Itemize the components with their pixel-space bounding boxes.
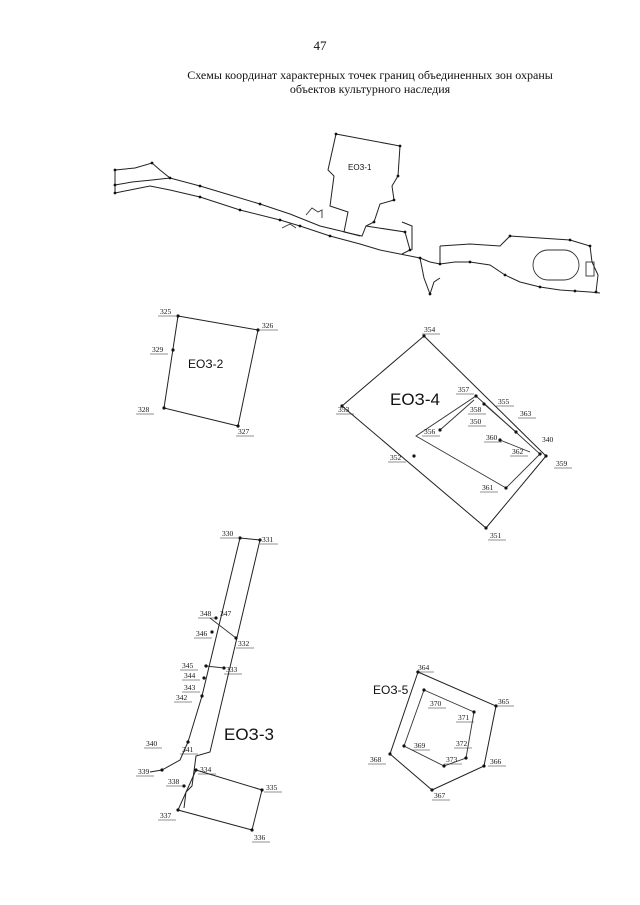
eo3-4-inner-line-1 xyxy=(483,403,517,433)
strip-structure-1 xyxy=(305,207,323,218)
stadium-object xyxy=(532,249,580,281)
point-353-label: 353 xyxy=(338,405,350,414)
point-372-label: 372 xyxy=(456,739,468,748)
point-370-label: 370 xyxy=(430,699,442,708)
eo3-3-inner-1 xyxy=(209,617,237,639)
point-355-label: 355 xyxy=(498,397,510,406)
point-326-label: 326 xyxy=(262,321,274,330)
point-329-label: 329 xyxy=(152,345,164,354)
point-356-label: 356 xyxy=(424,427,436,436)
point-365-label: 365 xyxy=(498,697,510,706)
title-line-2: объектов культурного наследия xyxy=(289,82,451,96)
point-347-label: 347 xyxy=(220,609,232,618)
point-325-label: 325 xyxy=(160,307,172,316)
point-339-label: 339 xyxy=(138,767,150,776)
point-335-label: 335 xyxy=(266,783,278,792)
point-357-label: 357 xyxy=(458,385,470,394)
eo3-1-middle-block xyxy=(365,225,411,255)
eo3-4-inner-line-2 xyxy=(439,399,475,431)
small-building xyxy=(585,261,595,277)
point-361-label: 361 xyxy=(482,483,494,492)
eo3-4-label: ЕОЗ-4 xyxy=(390,390,440,409)
point-338-label: 338 xyxy=(168,777,180,786)
point-354-label: 354 xyxy=(424,325,436,334)
point-369-label: 369 xyxy=(414,741,426,750)
zone-eo3-4: 354 353 352 351 359 340 357 355 358 363 … xyxy=(336,325,572,541)
point-345-label: 345 xyxy=(182,661,194,670)
point-340-label-eo3-3: 340 xyxy=(146,739,158,748)
page-number: 47 xyxy=(313,38,327,53)
point-332-label: 332 xyxy=(238,639,250,648)
eo3-3-label: ЕОЗ-3 xyxy=(224,725,274,744)
point-346-label: 346 xyxy=(196,629,208,638)
point-337-label: 337 xyxy=(160,811,172,820)
eo3-1-main-block xyxy=(327,133,401,237)
point-327-label: 327 xyxy=(238,427,250,436)
point-373-label: 373 xyxy=(446,755,458,764)
point-340-label: 340 xyxy=(542,435,554,444)
point-350-label: 350 xyxy=(470,417,482,426)
point-352-label: 352 xyxy=(390,453,402,462)
eo3-1-east-block-north xyxy=(439,235,599,293)
title-line-1: Схемы координат характерных точек границ… xyxy=(187,68,553,82)
point-359-label: 359 xyxy=(556,459,568,468)
point-334-label: 334 xyxy=(200,765,212,774)
eo3-5-label: ЕОЗ-5 xyxy=(373,683,409,697)
point-364-label: 364 xyxy=(418,663,430,672)
eo3-3-inner-2 xyxy=(205,665,225,669)
eo3-3-south-block xyxy=(177,769,263,831)
zone-eo3-3: 330 331 348 347 346 332 345 333 344 343 … xyxy=(136,529,282,843)
eo3-1-notch xyxy=(401,221,413,250)
eo3-1-strip-north-edge xyxy=(114,177,361,237)
point-368-label: 368 xyxy=(370,755,382,764)
eo3-2-label: ЕОЗ-2 xyxy=(188,357,224,371)
point-330-label: 330 xyxy=(222,529,234,538)
point-344-label: 344 xyxy=(184,671,196,680)
eo3-3-east-edge xyxy=(183,537,261,809)
eo3-1-points xyxy=(113,132,598,296)
eo3-1-left-stub xyxy=(114,162,171,179)
point-348-label: 348 xyxy=(200,609,212,618)
eo3-4-inner-line-3 xyxy=(499,439,531,453)
eo3-3-west-edge xyxy=(149,537,241,773)
point-342-label: 342 xyxy=(176,693,188,702)
point-358-label: 358 xyxy=(470,405,482,414)
eo3-2-boundary xyxy=(163,315,259,427)
point-333-label: 333 xyxy=(226,665,238,674)
zone-eo3-2: 325 326 327 328 329 ЕОЗ-2 xyxy=(136,307,278,437)
point-362-label: 362 xyxy=(512,447,524,456)
eo3-5-outer-boundary xyxy=(389,671,497,791)
point-366-label: 366 xyxy=(490,757,502,766)
point-343-label: 343 xyxy=(184,683,196,692)
point-367-label: 367 xyxy=(434,791,446,800)
point-351-label: 351 xyxy=(490,531,502,540)
strip-structure-2 xyxy=(281,223,297,229)
point-371-label: 371 xyxy=(458,713,470,722)
page-title: Схемы координат характерных точек границ… xyxy=(150,68,590,96)
point-331-label: 331 xyxy=(262,535,274,544)
point-336-label: 336 xyxy=(254,833,266,842)
eo3-1-strip-south-edge xyxy=(114,185,601,294)
point-328-label: 328 xyxy=(138,405,150,414)
zone-eo3-5: 364 365 366 367 368 370 371 369 372 373 … xyxy=(368,663,514,801)
point-360-label: 360 xyxy=(486,433,498,442)
eo3-1-label: ЕОЗ-1 xyxy=(348,163,372,172)
zone-eo3-1: ЕОЗ-1 xyxy=(113,132,601,296)
point-363-label: 363 xyxy=(520,409,532,418)
point-341-label: 341 xyxy=(182,745,194,754)
eo3-5-inner-boundary xyxy=(403,689,475,767)
